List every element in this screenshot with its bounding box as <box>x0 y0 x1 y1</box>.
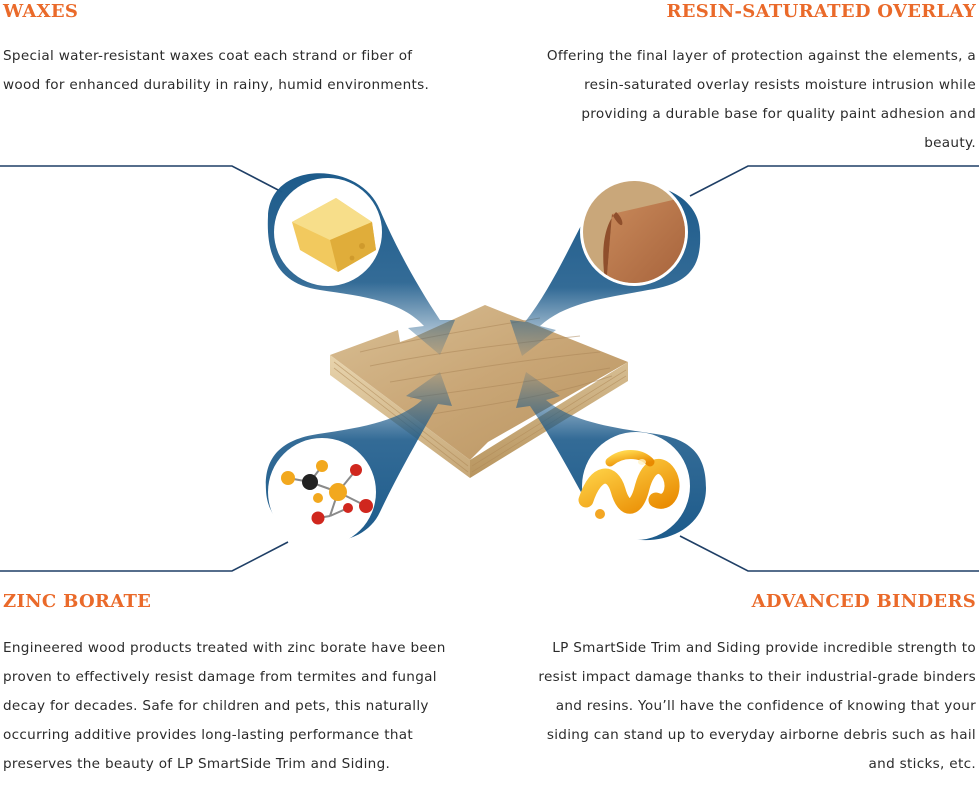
waxes-description: Special water-resistant waxes coat each … <box>3 48 430 93</box>
zinc-connector <box>0 541 289 572</box>
zinc-description: Engineered wood products treated with zi… <box>3 640 446 772</box>
binders-description: LP SmartSide Trim and Siding provide inc… <box>538 640 976 772</box>
waxes-connector <box>0 165 283 193</box>
zinc-title: ZINC BORATE <box>3 591 152 612</box>
waxes-inset <box>274 178 382 286</box>
waxes-title: WAXES <box>3 1 79 22</box>
overlay-connector <box>689 165 979 197</box>
connector-lines <box>0 165 979 572</box>
binders-title: ADVANCED BINDERS <box>751 591 976 612</box>
zinc-inset <box>268 438 376 546</box>
overlay-description: Offering the final layer of protection a… <box>546 48 976 151</box>
binders-inset <box>578 432 690 540</box>
overlay-inset <box>580 178 688 286</box>
binders-connector <box>679 535 979 572</box>
overlay-title: RESIN-SATURATED OVERLAY <box>666 1 976 22</box>
